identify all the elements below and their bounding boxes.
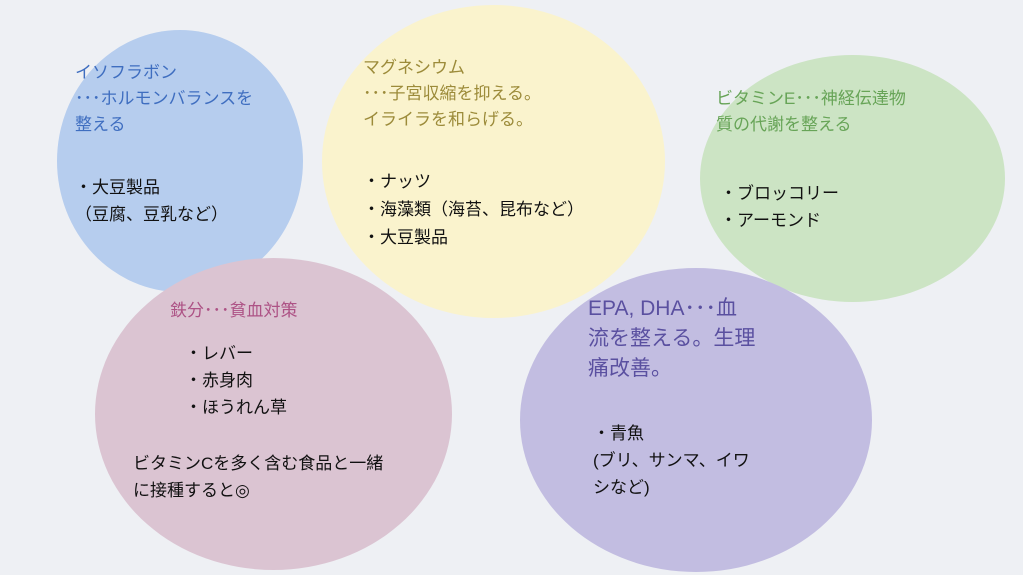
vitamin-e-title: ビタミンE･･･神経伝達物 質の代謝を整える: [716, 89, 906, 134]
iron-note: ビタミンCを多く含む食品と一緒 に接種すると◎: [133, 454, 384, 500]
vitamin-e-foods: ・ブロッコリー ・アーモンド: [720, 184, 839, 230]
iron-title: 鉄分･･･貧血対策: [170, 301, 298, 320]
isoflavone-title: イソフラボン ･･･ホルモンバランスを 整える: [75, 63, 254, 134]
epa-dha-foods: ・青魚 (ブリ、サンマ、イワ シなど): [593, 424, 750, 497]
circle-epa-dha: EPA, DHA･･･血 流を整える。生理 痛改善。 ・青魚 (ブリ、サンマ、イ…: [520, 268, 872, 572]
circle-iron: 鉄分･･･貧血対策 ・レバー ・赤身肉 ・ほうれん草 ビタミンCを多く含む食品と…: [95, 258, 452, 570]
circle-magnesium: マグネシウム ･･･子宮収縮を抑える。 イライラを和らげる。 ・ナッツ ・海藻類…: [322, 5, 665, 318]
circle-isoflavone: イソフラボン ･･･ホルモンバランスを 整える ・大豆製品 （豆腐、豆乳など）: [57, 30, 303, 292]
magnesium-title: マグネシウム ･･･子宮収縮を抑える。 イライラを和らげる。: [363, 58, 541, 129]
epa-dha-title: EPA, DHA･･･血 流を整える。生理 痛改善。: [588, 297, 756, 380]
circle-vitamin-e: ビタミンE･･･神経伝達物 質の代謝を整える ・ブロッコリー ・アーモンド: [700, 55, 1005, 302]
iron-foods: ・レバー ・赤身肉 ・ほうれん草: [185, 344, 287, 417]
isoflavone-foods: ・大豆製品 （豆腐、豆乳など）: [75, 178, 228, 224]
magnesium-foods: ・ナッツ ・海藻類（海苔、昆布など） ・大豆製品: [363, 172, 584, 247]
